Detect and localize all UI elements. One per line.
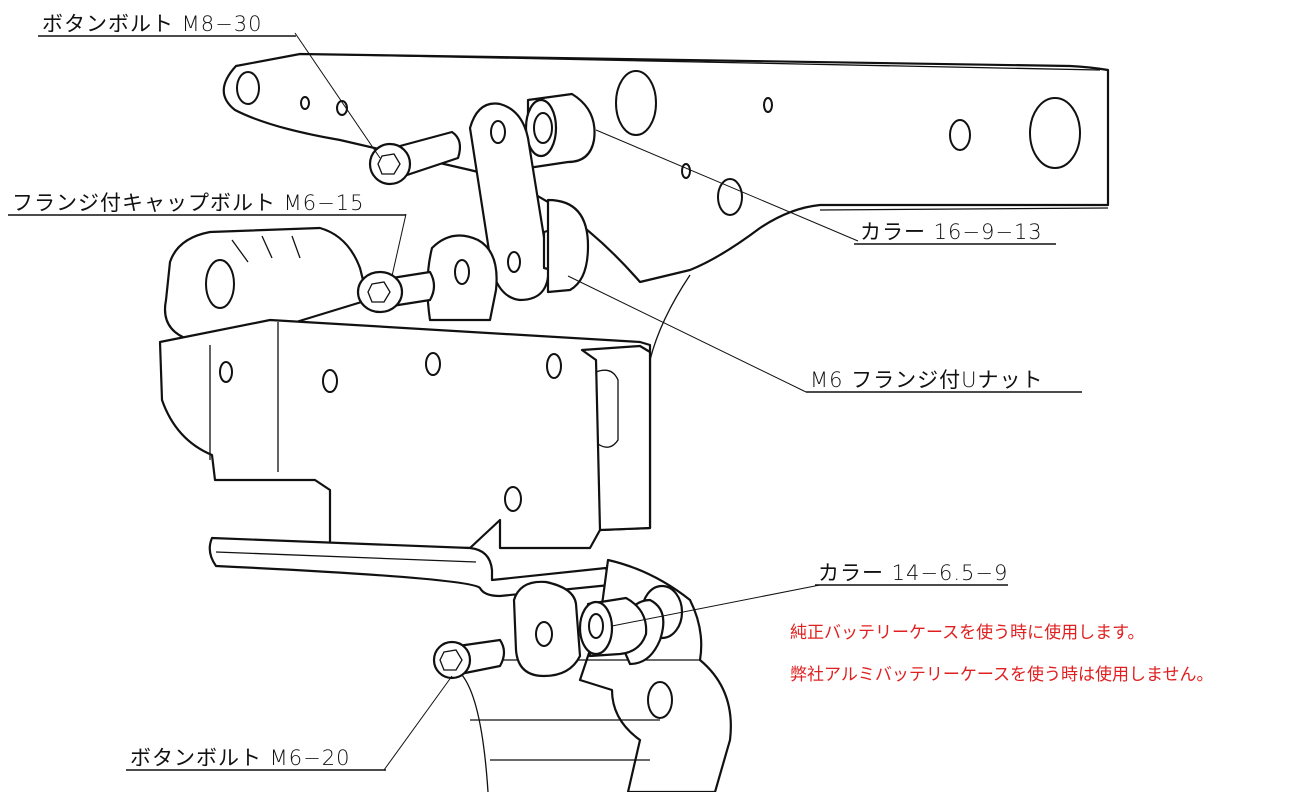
rail-hole [300, 96, 310, 110]
rail-hole [949, 119, 971, 151]
label-flange-cap-bolt: フランジ付キャップボルト M6−15 [12, 191, 364, 215]
note-aluminum-case: 弊社アルミバッテリーケースを使う時は使用しません。 [790, 664, 1213, 685]
button-bolt-m8-part [368, 130, 462, 186]
rail-hole [615, 70, 657, 136]
leader-lines [294, 32, 859, 771]
rail-hole [717, 178, 743, 216]
flange-nut-part [542, 198, 590, 294]
frame-rail [222, 52, 1110, 361]
note-genuine-case: 純正バッテリーケースを使う時に使用します。 [790, 622, 1144, 643]
label-collar-16: カラー 16−9−13 [860, 220, 1043, 244]
rail-hole [336, 100, 348, 116]
rail-hole [763, 97, 773, 113]
lower-tray [208, 536, 612, 598]
rail-hole [681, 163, 691, 179]
callout-underlines [8, 35, 1082, 771]
bracket-housing [163, 226, 370, 342]
label-button-bolt-m6: ボタンボルト M6−20 [130, 746, 350, 770]
label-button-bolt-m8: ボタンボルト M8−30 [42, 12, 262, 36]
collar-16-part [524, 92, 596, 170]
rail-hole [236, 71, 260, 105]
label-flange-nut: M6 フランジ付Uナット [810, 368, 1044, 392]
flange-cap-bolt-part [356, 270, 436, 314]
small-tab [426, 234, 498, 322]
label-collar-14: カラー 14−6.5−9 [818, 561, 1008, 585]
main-bracket [158, 318, 652, 550]
lower-link [512, 580, 582, 678]
button-bolt-m6-part [432, 638, 506, 792]
collar-14-part [578, 596, 648, 658]
rail-hole [1029, 97, 1081, 169]
